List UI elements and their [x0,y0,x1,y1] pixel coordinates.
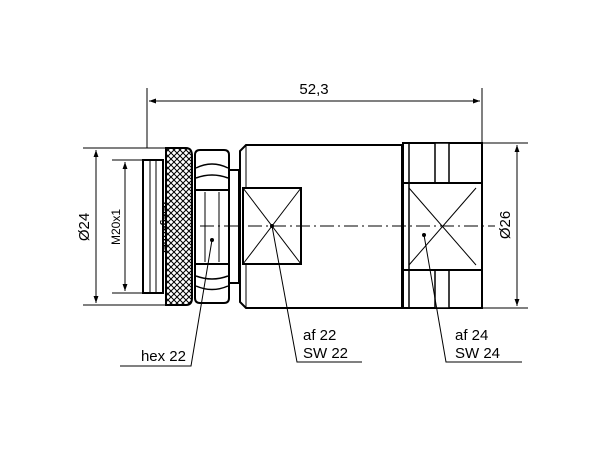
af-24-callout: af 24 SW 24 [423,234,522,363]
af-22-callout: af 22 SW 22 [271,225,362,363]
knurled-coupling-nut [165,147,193,306]
left-diameter-dimension: Ø24 [76,147,168,306]
sw-24-label: SW 24 [455,345,500,362]
sw-22-label: SW 22 [303,345,348,362]
front-thread-section: Telegärtner [142,159,170,294]
diameter-26-label: Ø26 [497,211,514,239]
overall-length-dimension: 52,3 [146,81,483,148]
right-diameter-dimension: Ø26 [482,142,528,309]
thread-label: M20x1 [109,209,123,245]
brand-logo: Telegärtner [159,200,170,254]
hex-22-nut [194,149,230,304]
hex-22-callout: hex 22 [120,239,213,367]
af-24-label: af 24 [455,327,488,344]
af-22-label: af 22 [303,327,336,344]
overall-length-label: 52,3 [299,81,328,98]
hex-22-label: hex 22 [141,348,186,365]
diameter-24-label: Ø24 [76,213,93,241]
